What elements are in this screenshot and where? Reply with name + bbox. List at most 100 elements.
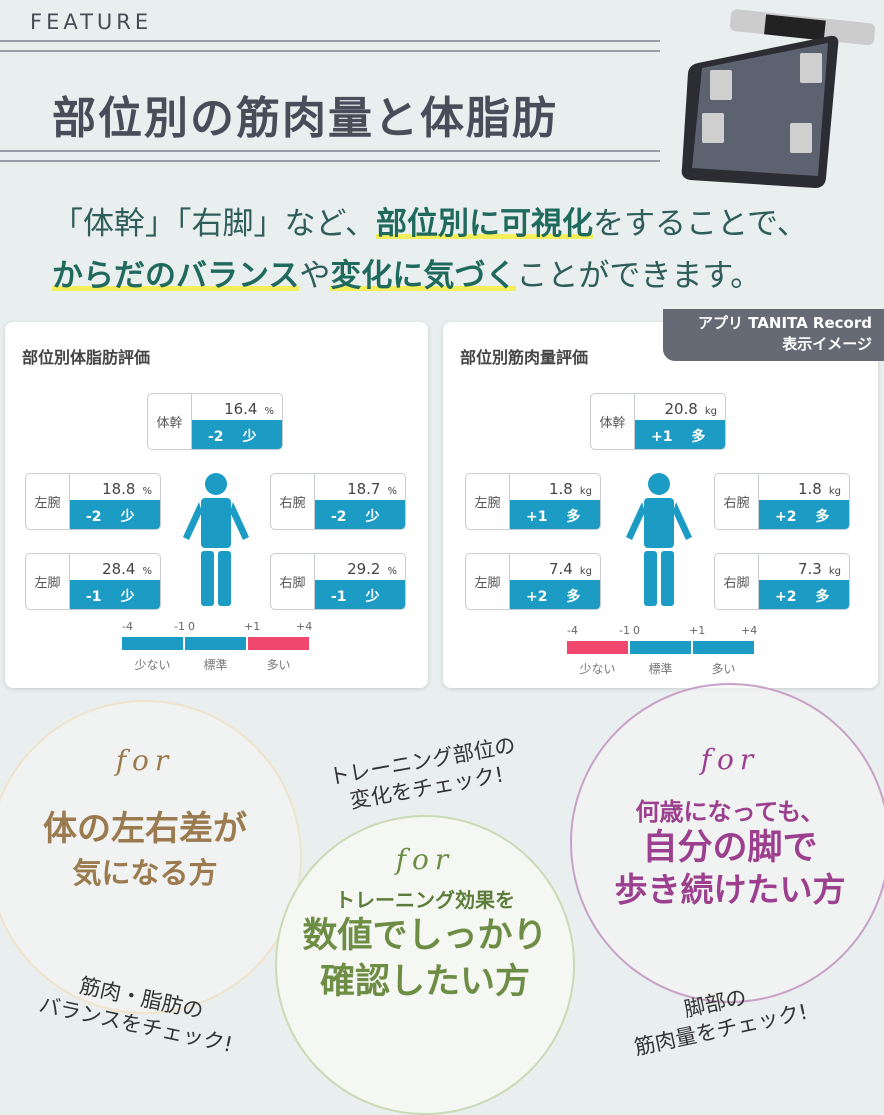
scale-label: 少ない [579,662,616,676]
segment-label: 右脚 [715,554,759,609]
value: 29.2 [347,560,381,578]
scale-label: 多い [266,658,291,672]
lead-highlight: からだのバランス [52,258,300,294]
score: +1 [526,509,548,525]
scale-label: 標準 [648,662,673,676]
lead-highlight: 部位別に可視化 [375,206,593,242]
scale-tick: -1 [174,620,185,633]
scale-tick: +1 [689,624,706,637]
scale-tick: 0 [188,620,195,633]
badge-line: 表示イメージ [782,335,872,353]
card-title: 部位別筋肉量評価 [460,348,589,367]
segment-label: 右脚 [271,554,315,609]
score: +2 [775,509,797,525]
lead-text: をすることで、 [592,206,808,242]
divider [0,50,660,52]
scale-tick: +4 [296,620,313,633]
body-composition-scale-image [681,9,876,189]
segment-evaluation: -2 少 [315,500,405,529]
target-line: 気になる方 [72,856,218,890]
segment-box-trunk: 体幹 16.4% -2 少 [147,393,283,450]
level: 少 [120,509,135,525]
app-display-badge: アプリ TANITA Record 表示イメージ [663,309,884,361]
scale-segment [630,641,691,654]
segment-evaluation: +2 多 [759,580,849,609]
body-figure-icon [626,473,692,606]
scale-segment [122,637,183,650]
divider [0,40,660,42]
segment-value: 7.3 kg [759,554,849,582]
value: 1.8 [798,480,822,498]
scale-tick: 0 [633,624,640,637]
segment-evaluation: -2 少 [70,500,160,529]
segment-value: 18.8% [70,474,160,502]
unit: % [142,566,152,577]
badge-line: アプリ TANITA Record [698,314,872,332]
target-sub: 何歳になっても、 [635,798,825,826]
level: 少 [242,429,257,445]
lead-text: や [299,258,331,294]
segment-box-right-arm: 右腕 18.7% -2 少 [270,473,406,530]
lead-line-1: 「体幹」「右脚」など、部位別に可視化をすることで、 [52,198,808,243]
unit: % [264,406,274,417]
value: 7.3 [798,560,822,578]
unit: % [387,566,397,577]
value: 18.8 [102,480,136,498]
score: +2 [526,589,548,605]
target-sub: トレーニング効果を [335,888,515,912]
level: 多 [566,589,581,605]
segment-box-right-leg: 右脚 7.3 kg +2 多 [714,553,850,610]
score: +1 [651,429,673,445]
page-title: 部位別の筋肉量と体脂肪 [52,93,558,144]
scale-tick: -1 [619,624,630,637]
scale-segment [185,637,246,650]
value: 1.8 [549,480,573,498]
body-figure-icon [183,473,249,606]
target-circle-balance: for 体の左右差が 気になる方 [0,700,302,1014]
target-circle-legs: for 何歳になっても、 自分の脚で 歩き続けたい方 [570,683,884,1003]
segment-label: 左腕 [466,474,510,529]
segment-value: 16.4% [192,394,282,422]
lead-text: ことができます。 [516,258,762,294]
value: 18.7 [347,480,381,498]
segment-label: 右腕 [715,474,759,529]
segment-evaluation: +2 多 [759,500,849,529]
level: 少 [120,589,135,605]
level: 多 [566,509,581,525]
segment-box-left-arm: 左腕 18.8% -2 少 [25,473,161,530]
score: -2 [86,509,102,525]
value: 16.4 [224,400,258,418]
score: +2 [775,589,797,605]
segment-label: 左脚 [466,554,510,609]
scale-segment [693,641,754,654]
unit: % [387,486,397,497]
target-line: 確認したい方 [319,962,530,1002]
segment-evaluation: -2 少 [192,420,282,449]
segment-evaluation: -1 少 [70,580,160,609]
level: 多 [815,509,830,525]
level: 少 [365,589,380,605]
score: -1 [86,589,102,605]
target-line: 数値でしっかり [302,916,548,956]
segment-evaluation: +1 多 [635,420,725,449]
value: 7.4 [549,560,573,578]
score: -2 [331,509,347,525]
unit: kg [828,566,841,577]
feature-label: FEATURE [30,10,153,34]
segment-evaluation: +2 多 [510,580,600,609]
segment-value: 29.2% [315,554,405,582]
segment-label: 左脚 [26,554,70,609]
scale-tick: -4 [567,624,578,637]
segment-label: 体幹 [591,394,635,449]
scale-tick: -4 [122,620,133,633]
body-fat-card: 部位別体脂肪評価 体幹 16.4% -2 少 左腕 18.8% -2 少 右腕 … [5,322,428,688]
